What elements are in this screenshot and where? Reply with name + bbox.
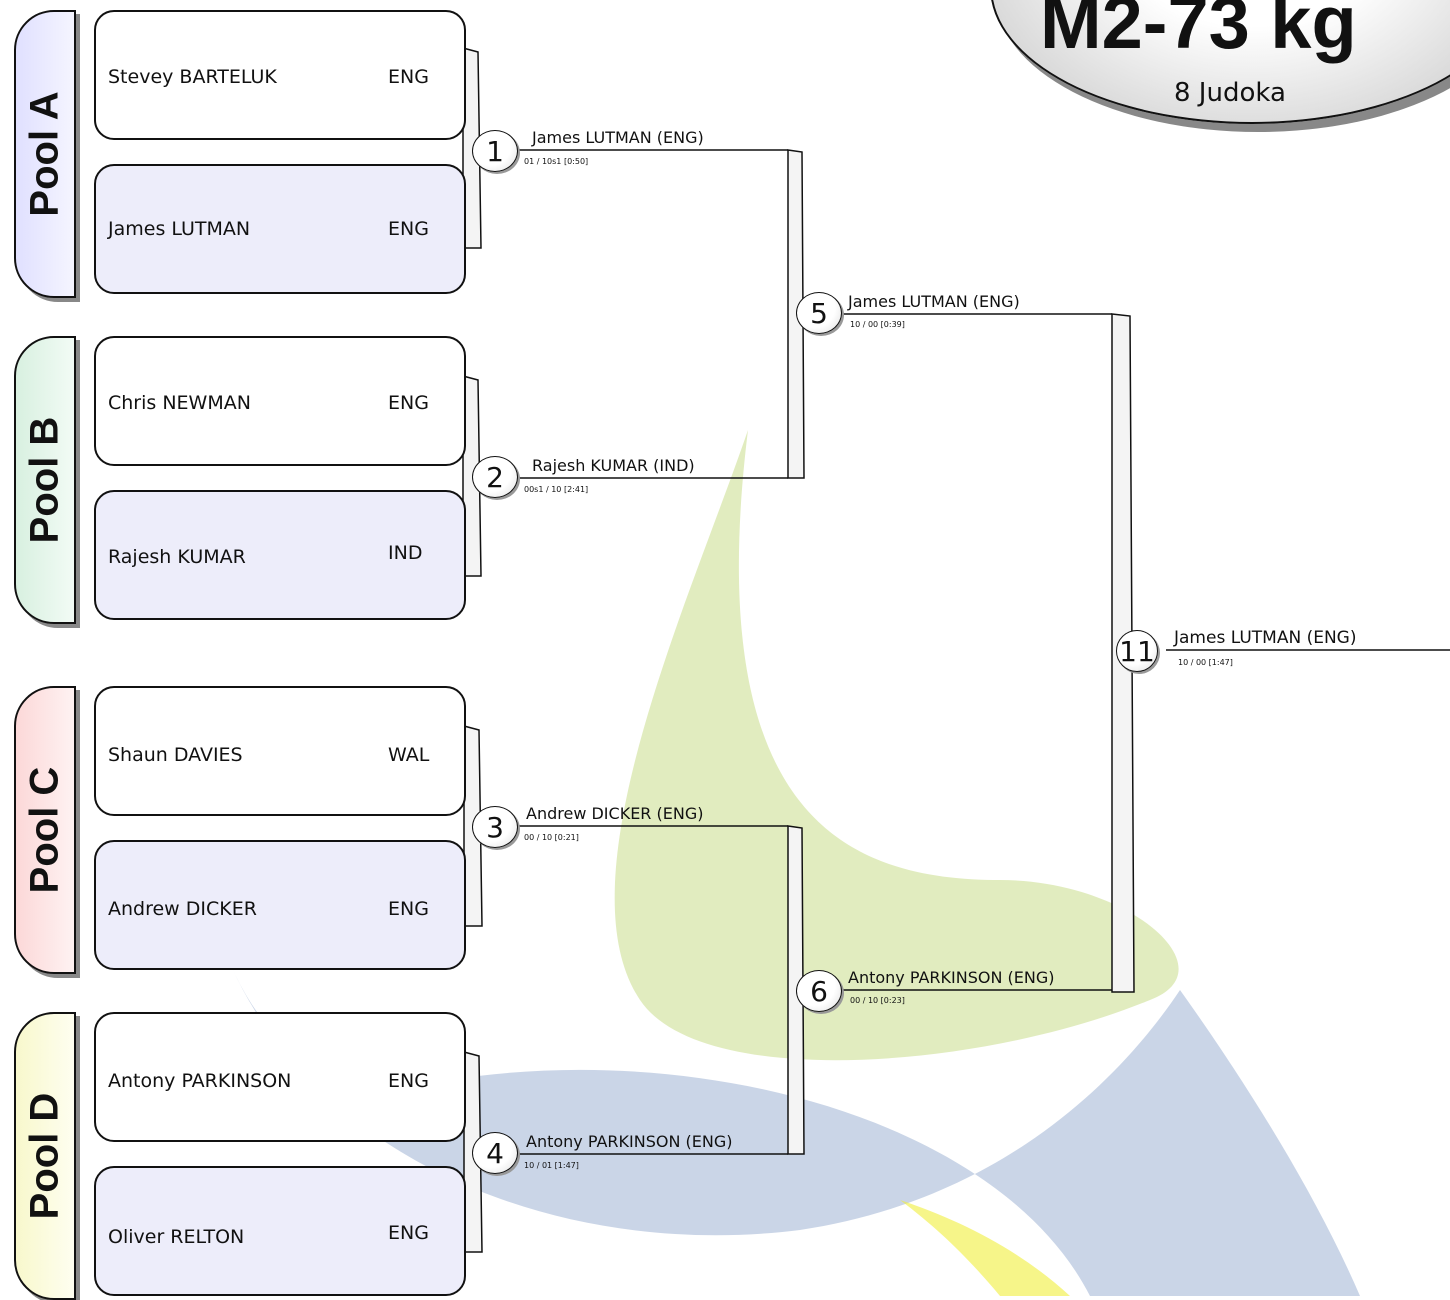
- competitor-name: Chris NEWMAN: [108, 392, 251, 414]
- bout-number: 2: [472, 456, 518, 498]
- competitor-box: Rajesh KUMAR IND: [94, 490, 466, 620]
- bout-number: 1: [472, 130, 518, 172]
- pool-a-tab: Pool A: [14, 10, 76, 298]
- competitor-nation: ENG: [388, 1222, 429, 1244]
- bout-score: 00 / 10 [0:23]: [850, 996, 905, 1005]
- bout-number: 11: [1116, 630, 1158, 672]
- competitor-nation: ENG: [388, 898, 429, 920]
- competitor-name: Stevey BARTELUK: [108, 66, 277, 88]
- bout-score: 01 / 10s1 [0:50]: [524, 157, 589, 166]
- category-title: M2-73 kg: [1040, 0, 1357, 64]
- bout-number: 5: [796, 292, 842, 334]
- competitor-box: Shaun DAVIES WAL: [94, 686, 466, 816]
- competitor-name: Antony PARKINSON: [108, 1070, 292, 1092]
- competitor-nation: WAL: [388, 744, 430, 766]
- bout-score: 10 / 01 [1:47]: [524, 1161, 579, 1170]
- bout-winner: Antony PARKINSON (ENG): [526, 1132, 733, 1151]
- bout-number: 3: [472, 806, 518, 848]
- pool-d-label: Pool D: [22, 1092, 67, 1220]
- competitor-box: Chris NEWMAN ENG: [94, 336, 466, 466]
- pool-b-tab: Pool B: [14, 336, 76, 624]
- bout-winner: Andrew DICKER (ENG): [526, 804, 704, 823]
- pool-a-label: Pool A: [22, 91, 67, 217]
- competitor-name: Oliver RELTON: [108, 1226, 245, 1248]
- pool-c-label: Pool C: [22, 766, 67, 894]
- competitor-box: Stevey BARTELUK ENG: [94, 10, 466, 140]
- bout-score: 10 / 00 [0:39]: [850, 320, 905, 329]
- competitor-name: Andrew DICKER: [108, 898, 257, 920]
- bout-winner: Antony PARKINSON (ENG): [848, 968, 1055, 987]
- green-swoosh: [614, 430, 1179, 1061]
- competitor-nation: ENG: [388, 66, 429, 88]
- bout-score: 10 / 00 [1:47]: [1178, 658, 1233, 667]
- competitor-name: Shaun DAVIES: [108, 744, 243, 766]
- yellow-swoosh: [900, 1200, 1070, 1296]
- competitor-box: Antony PARKINSON ENG: [94, 1012, 466, 1142]
- competitor-nation: ENG: [388, 392, 429, 414]
- competitor-name: Rajesh KUMAR: [108, 546, 246, 568]
- competitor-box: Andrew DICKER ENG: [94, 840, 466, 970]
- pool-b-label: Pool B: [22, 416, 67, 544]
- competitor-nation: ENG: [388, 218, 429, 240]
- pool-c-tab: Pool C: [14, 686, 76, 974]
- competitor-box: Oliver RELTON ENG: [94, 1166, 466, 1296]
- bout-winner: James LUTMAN (ENG): [848, 292, 1020, 311]
- competitor-nation: IND: [388, 542, 423, 564]
- bout-score: 00 / 10 [0:21]: [524, 833, 579, 842]
- competitor-name: James LUTMAN: [108, 218, 251, 240]
- competitor-box: James LUTMAN ENG: [94, 164, 466, 294]
- bout-winner: James LUTMAN (ENG): [1174, 628, 1357, 648]
- bout-winner: James LUTMAN (ENG): [532, 128, 704, 147]
- bout-score: 00s1 / 10 [2:41]: [524, 485, 589, 494]
- judoka-count: 8 Judoka: [1174, 78, 1286, 108]
- bout-number: 6: [796, 970, 842, 1012]
- bout-winner: Rajesh KUMAR (IND): [532, 456, 695, 475]
- bout-number: 4: [472, 1132, 518, 1174]
- competitor-nation: ENG: [388, 1070, 429, 1092]
- pool-d-tab: Pool D: [14, 1012, 76, 1300]
